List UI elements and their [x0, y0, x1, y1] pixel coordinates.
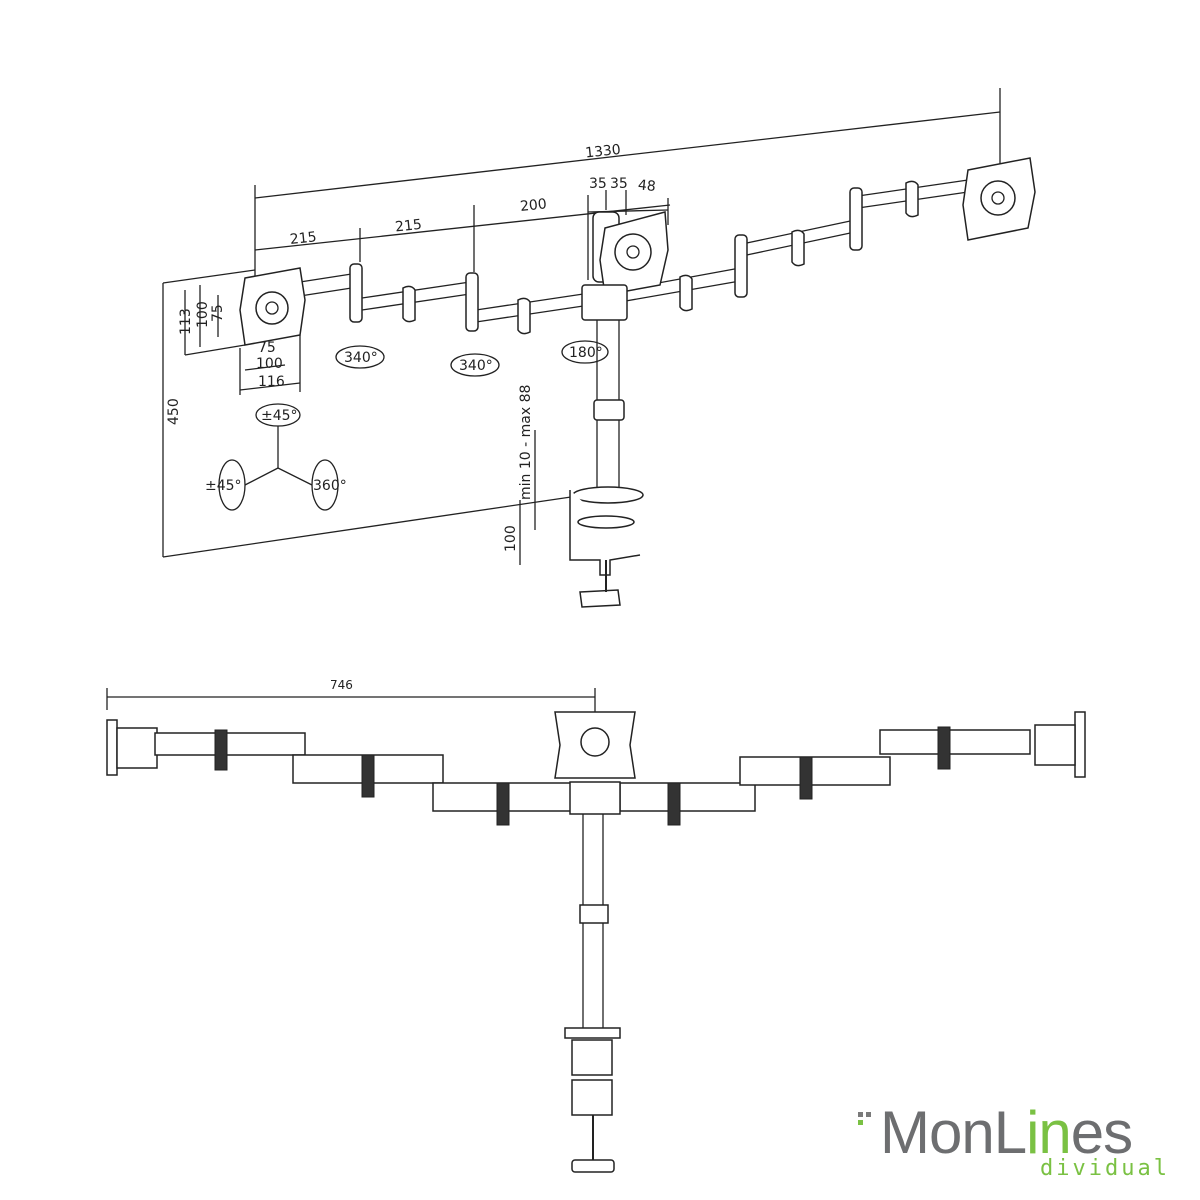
- tilt-head-right: [1034, 724, 1076, 766]
- monlines-logo: MonLines dividual: [858, 1099, 1178, 1182]
- arm-segment: [619, 782, 756, 812]
- pole-collar: [579, 904, 609, 924]
- logo-square: [866, 1112, 871, 1117]
- rotation-label: 340°: [459, 358, 493, 374]
- dim-75-v: 75: [210, 304, 226, 322]
- clamp-body: [571, 1039, 613, 1076]
- dim-line: [239, 382, 301, 391]
- rotation-label: 340°: [344, 350, 378, 366]
- joint: [465, 272, 479, 332]
- dim-116: 116: [258, 374, 285, 390]
- cable-clip: [517, 297, 531, 335]
- perspective-view: 1330 215 215 200 35 35 48 450 113 100 75…: [162, 88, 1036, 608]
- rotation-badge-180: 180°: [561, 340, 609, 364]
- dim-1330-line: [254, 111, 1001, 199]
- dim-35-b: 35: [610, 176, 628, 192]
- logo-text-part: MonL: [880, 1099, 1027, 1166]
- vesa-hub: [580, 727, 610, 757]
- cable-clip: [361, 754, 375, 798]
- logo-wordmark: MonLines: [880, 1098, 1133, 1167]
- dim-100-v: 100: [195, 301, 211, 328]
- joint: [349, 263, 363, 323]
- plane-bottom-edge: [162, 491, 606, 558]
- dim-450: 450: [166, 398, 182, 425]
- dim-35-a: 35: [589, 176, 607, 192]
- clamp-knob: [571, 1159, 615, 1173]
- joint: [849, 187, 863, 251]
- dim-113: 113: [178, 308, 194, 335]
- cable-clip: [799, 756, 813, 800]
- cable-clip: [496, 782, 510, 826]
- dim-100-h: 100: [256, 356, 283, 372]
- vesa-plate-center: [592, 211, 669, 296]
- bracket-left: [106, 719, 118, 776]
- cable-clip: [667, 782, 681, 826]
- dim-48: 48: [637, 177, 656, 195]
- clamp-top: [564, 1027, 621, 1039]
- tilt-swivel-diagram: ±45° ±45° 360°: [205, 403, 347, 511]
- dim-215-b: 215: [394, 217, 422, 236]
- rotation-badge-340-b: 340°: [450, 353, 500, 377]
- clamp-knob: [579, 589, 621, 608]
- logo-text-part: in: [1026, 1099, 1072, 1166]
- dim-clamp-range: min 10 - max 88: [518, 385, 534, 500]
- logo-subtitle: dividual: [1040, 1156, 1170, 1181]
- joint: [734, 234, 748, 298]
- front-view: 746: [106, 678, 1086, 1173]
- dim-746: 746: [330, 678, 353, 692]
- cable-clip: [905, 180, 919, 218]
- tilt-label: ±45°: [261, 408, 298, 424]
- cable-clip: [791, 229, 805, 267]
- clamp-jaw: [571, 1079, 613, 1116]
- vesa-plate-right: [962, 157, 1036, 241]
- tilt-head-left: [116, 727, 158, 769]
- rotation-label: 180°: [569, 345, 603, 361]
- dim-75-h: 75: [258, 340, 276, 356]
- rotate-label: 360°: [313, 478, 347, 494]
- dim-215-a: 215: [289, 229, 317, 248]
- dim-line: [184, 344, 246, 356]
- bracket-right: [1074, 711, 1086, 778]
- swivel-label: ±45°: [205, 478, 242, 494]
- logo-square: [858, 1120, 863, 1125]
- pole-and-clamp: [569, 284, 644, 608]
- vesa-plate-left: [239, 267, 306, 346]
- cable-clip: [402, 285, 416, 323]
- arm-segment: [739, 756, 891, 786]
- cable-clip: [937, 726, 951, 770]
- arm-segment: [879, 729, 1031, 755]
- dim-100-clamp: 100: [503, 525, 519, 552]
- plane-top-edge: [162, 269, 256, 284]
- arm-tubes: [299, 179, 969, 335]
- dim-line: [244, 364, 286, 371]
- dim-1330: 1330: [584, 142, 621, 162]
- dim-200: 200: [519, 196, 547, 215]
- cable-clip: [679, 274, 693, 312]
- logo-square: [858, 1112, 863, 1117]
- cable-clip: [214, 729, 228, 771]
- arm-segment: [154, 732, 306, 756]
- center-hub: [569, 781, 621, 815]
- logo-text-part: es: [1070, 1099, 1133, 1166]
- rotation-badge-340-a: 340°: [335, 345, 385, 369]
